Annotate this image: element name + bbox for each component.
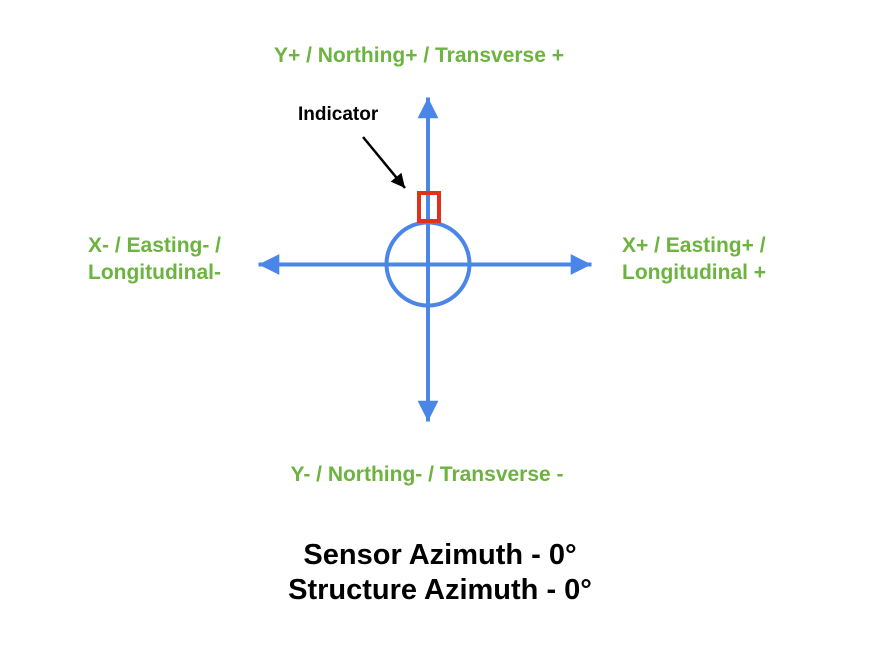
azimuth-caption: Sensor Azimuth - 0° Structure Azimuth - … xyxy=(288,538,592,608)
axis-label-x-minus: X- / Easting- / Longitudinal- xyxy=(88,234,222,284)
sensor-azimuth-text: Sensor Azimuth - 0° xyxy=(303,539,577,571)
structure-azimuth-text: Structure Azimuth - 0° xyxy=(288,574,592,606)
indicator-pointer-arrow xyxy=(362,136,406,189)
axis-label-y-plus: Y+ / Northing+ / Transverse + xyxy=(273,44,565,67)
axis-label-x-plus: X+ / Easting+ / Longitudinal + xyxy=(622,234,767,284)
indicator-square xyxy=(417,191,441,223)
axis-label-y-minus: Y- / Northing- / Transverse - xyxy=(290,463,564,486)
indicator-label: Indicator xyxy=(298,104,379,125)
